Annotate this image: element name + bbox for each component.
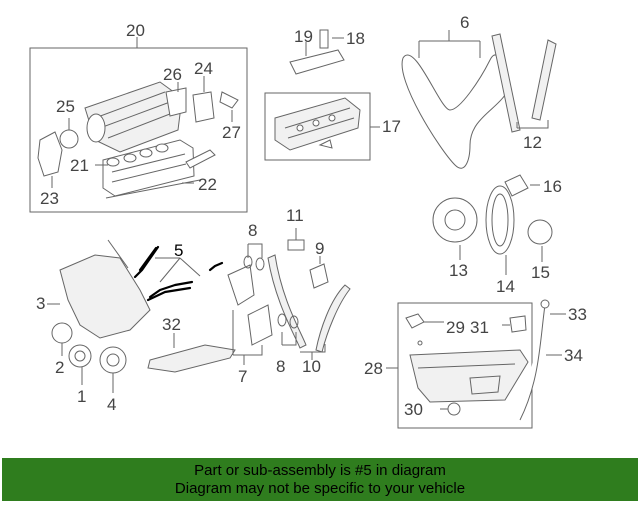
callout-13: 13 — [449, 261, 468, 280]
callout-2: 2 — [55, 358, 64, 377]
callout-34: 34 — [564, 346, 583, 365]
callout-21: 21 — [70, 156, 89, 175]
callout-4: 4 — [107, 395, 116, 414]
callout-33: 33 — [568, 305, 587, 324]
callout-28: 28 — [364, 359, 383, 378]
sprocket-group: 16 13 14 15 — [432, 174, 562, 296]
callout-6: 6 — [460, 13, 469, 32]
callout-22: 22 — [198, 175, 217, 194]
callout-7: 7 — [238, 367, 247, 386]
callout-12: 12 — [523, 133, 542, 152]
callout-16: 16 — [543, 177, 562, 196]
callout-20: 20 — [126, 21, 145, 40]
callout-24: 24 — [194, 59, 213, 78]
callout-15: 15 — [531, 263, 550, 282]
banner-line-2: Diagram may not be specific to your vehi… — [174, 479, 466, 497]
callout-30: 30 — [404, 400, 423, 419]
callout-8-bottom: 8 — [276, 357, 285, 376]
callout-1: 1 — [77, 387, 86, 406]
timing-cover-group: 3 2 1 4 5 — [36, 239, 224, 414]
callout-31: 31 — [470, 318, 489, 337]
oil-pan-group: 29 31 28 30 33 34 — [364, 299, 587, 429]
callout-25: 25 — [56, 97, 75, 116]
callout-11: 11 — [286, 206, 304, 225]
diagram-canvas: 20 25 26 24 27 21 22 23 19 18 17 6 12 — [29, 13, 587, 429]
callout-27: 27 — [222, 123, 241, 142]
callout-18: 18 — [346, 29, 365, 48]
callout-5: 5 — [174, 241, 183, 260]
callout-17: 17 — [382, 117, 401, 136]
callout-19: 19 — [294, 27, 313, 46]
callout-10: 10 — [302, 357, 321, 376]
callout-14: 14 — [496, 277, 515, 296]
callout-26: 26 — [163, 65, 182, 84]
timing-chain-group: 6 12 — [401, 13, 557, 169]
callout-23: 23 — [40, 189, 59, 208]
intake-manifold-group: 20 25 26 24 27 21 22 23 — [29, 21, 248, 213]
banner-line-1: Part or sub-assembly is #5 in diagram — [194, 461, 446, 479]
callout-9: 9 — [315, 239, 324, 258]
callout-29: 29 — [446, 318, 465, 337]
callout-8-top: 8 — [248, 221, 257, 240]
callout-3: 3 — [36, 294, 45, 313]
chain-guide-group: 8 11 9 32 8 10 7 — [147, 206, 351, 386]
callout-32: 32 — [162, 315, 181, 334]
valve-cover-group: 19 18 17 — [264, 27, 401, 161]
part-notice-banner: Part or sub-assembly is #5 in diagram Di… — [2, 458, 638, 501]
engine-parts-diagram: 20 25 26 24 27 21 22 23 19 18 17 6 12 — [29, 13, 587, 429]
